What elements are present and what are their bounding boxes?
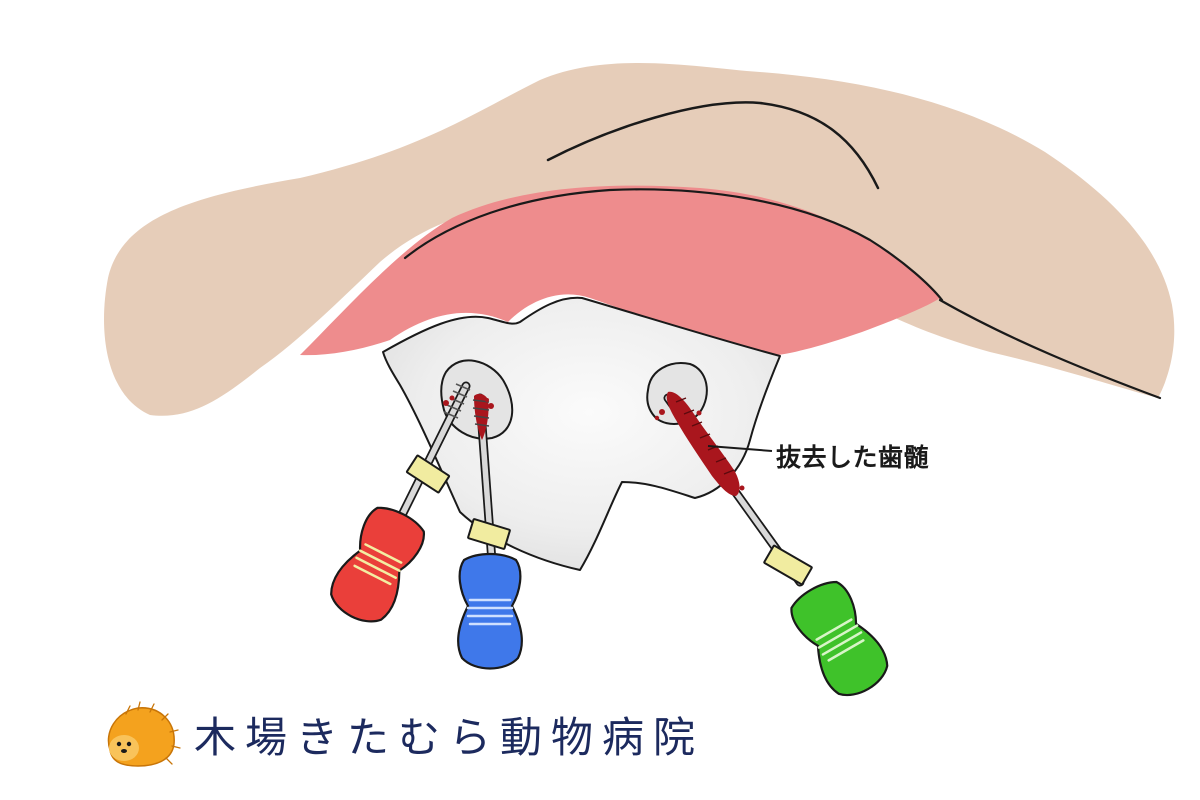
file-handle-red bbox=[330, 506, 425, 623]
lip-tissue bbox=[104, 62, 1175, 416]
hedgehog-mascot-icon bbox=[107, 701, 181, 767]
logo-mascot-spacer bbox=[104, 700, 172, 768]
blood-droplets bbox=[443, 395, 745, 491]
endodontic-file-blue bbox=[457, 393, 523, 670]
rubber-stopper-green-file bbox=[763, 544, 813, 586]
lip-edge-line bbox=[938, 298, 1162, 400]
endodontic-file-red bbox=[330, 381, 471, 623]
file-handle-blue bbox=[457, 552, 523, 670]
clinic-name: 木場きたむら動物病院 bbox=[194, 712, 705, 762]
gum-top-edge bbox=[403, 188, 944, 302]
endodontic-file-green bbox=[663, 391, 889, 697]
rubber-stopper-blue-file bbox=[467, 518, 511, 550]
clinic-logo: 木場きたむら動物病院 bbox=[104, 700, 704, 768]
annotation-leader-line bbox=[707, 445, 773, 452]
file-handle-green bbox=[790, 580, 889, 697]
extracted-pulp bbox=[666, 391, 740, 496]
lip-crease bbox=[546, 101, 880, 190]
gum-tissue bbox=[300, 185, 940, 356]
extracted-pulp-label: 抜去した歯髄 bbox=[776, 443, 930, 472]
rubber-stopper-red-file bbox=[406, 454, 450, 494]
